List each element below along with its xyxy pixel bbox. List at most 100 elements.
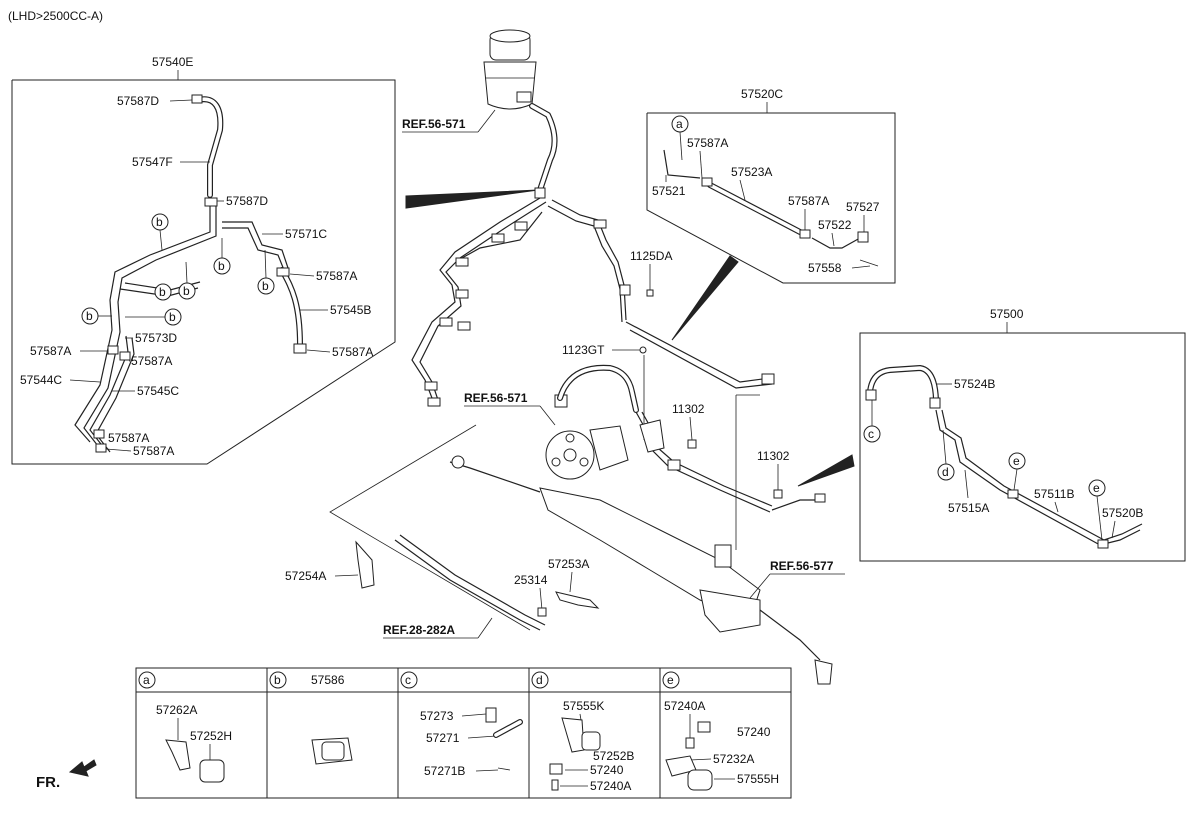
part-label: 57523A [731, 165, 772, 179]
marker-b: b [213, 257, 231, 275]
group-title: 57500 [990, 307, 1024, 321]
marker-b: b [178, 282, 196, 300]
part-label: 57555K [563, 699, 604, 713]
part-label: 57587D [226, 194, 268, 208]
part-label: 57240 [590, 763, 624, 777]
svg-text:b: b [274, 673, 281, 687]
marker-c: c [863, 425, 881, 443]
front-direction-indicator: FR. [36, 759, 97, 791]
clamp-icon [93, 429, 105, 439]
front-arrow-icon [68, 759, 97, 777]
legend-cell-b: b 57586 [269, 671, 353, 765]
svg-text:a: a [143, 673, 150, 687]
part-label: 57586 [311, 673, 345, 687]
svg-text:c: c [405, 673, 411, 687]
svg-text:e: e [667, 673, 674, 687]
part-label: 57587A [131, 354, 172, 368]
group-57540E: 57540E 57587D 57547F 57587D 57571C [11, 55, 396, 465]
legend-cell-a: a 57262A 57252H [138, 671, 232, 783]
part-label: 57587A [316, 269, 357, 283]
clamp-icon [119, 351, 131, 361]
marker-d: d [937, 463, 955, 481]
svg-text:b: b [169, 310, 176, 324]
clip-icon [497, 767, 511, 771]
svg-text:b: b [86, 309, 93, 323]
bolt-icon [685, 737, 695, 749]
bolt-icon [485, 707, 497, 723]
part-label: 57558 [808, 261, 842, 275]
part-label: 57545B [330, 303, 371, 317]
part-label: 57524B [954, 377, 995, 391]
bushing-icon [687, 769, 713, 791]
ref-label: REF.56-571 [464, 391, 528, 405]
part-label: 57254A [285, 569, 326, 583]
ref-label: REF.56-571 [402, 117, 466, 131]
reservoir-icon [483, 29, 537, 110]
center-assembly: REF.56-571 1125DA [285, 29, 855, 685]
part-label: 57587A [332, 345, 373, 359]
group-57520C: 57520C a 57587A 57521 57523A 57587A 5752… [646, 87, 896, 284]
part-label: 57520B [1102, 506, 1143, 520]
svg-text:e: e [1093, 481, 1100, 495]
part-label: 57252B [593, 749, 634, 763]
svg-text:b: b [183, 284, 190, 298]
variant-label: (LHD>2500CC-A) [8, 9, 103, 23]
group-title: 57520C [741, 87, 783, 101]
part-label: 57587A [133, 444, 174, 458]
legend-cell-e: e 57240A 57240 57232A 57555H [662, 671, 779, 791]
legend-cell-d: d 57555K 57252B 57240 57240A [531, 671, 634, 793]
part-label: 57271 [426, 731, 460, 745]
part-label: 57587A [30, 344, 71, 358]
svg-text:e: e [1013, 454, 1020, 468]
group-title: 57540E [152, 55, 193, 69]
part-label: 57240A [590, 779, 631, 793]
bracket-icon [165, 739, 191, 771]
bushing-icon [581, 731, 601, 751]
part-label: 57527 [846, 200, 880, 214]
ref-label: REF.28-282A [383, 623, 455, 637]
clamp-icon [107, 345, 119, 355]
bolt-icon [551, 779, 559, 791]
svg-text:a: a [676, 117, 683, 131]
marker-b: b [154, 283, 172, 301]
marker-b: b [81, 307, 99, 325]
svg-text:b: b [218, 259, 225, 273]
part-label: 11302 [757, 449, 790, 463]
legend-cell-c: c 57273 57271 57271B [400, 671, 523, 778]
steering-gear-icon [449, 394, 833, 685]
part-label: 57522 [818, 218, 852, 232]
front-label: FR. [36, 774, 60, 791]
part-label: 57547F [132, 155, 173, 169]
clamp-icon [191, 94, 203, 104]
part-label: 57240A [664, 699, 705, 713]
part-label: 57232A [713, 752, 754, 766]
part-label: 57511B [1034, 487, 1074, 501]
svg-text:c: c [868, 427, 874, 441]
legend-table: a 57262A 57252H b 57586 c 57273 57271 [135, 667, 792, 799]
part-label: 57271B [424, 764, 465, 778]
marker-e: e [1088, 479, 1106, 497]
part-label: 57587A [687, 136, 728, 150]
part-label: 57262A [156, 703, 197, 717]
bracket-icon [561, 717, 585, 753]
pump-icon [545, 394, 629, 480]
nut-icon [549, 763, 563, 775]
part-label: 57240 [737, 725, 771, 739]
nut-icon [697, 721, 711, 733]
marker-b: b [151, 213, 169, 231]
marker-a: a [671, 115, 689, 133]
part-label: 57273 [420, 709, 454, 723]
svg-text:b: b [156, 215, 163, 229]
svg-text:d: d [942, 465, 949, 479]
svg-text:b: b [159, 285, 166, 299]
part-label: 25314 [514, 573, 548, 587]
part-label: 57587A [788, 194, 829, 208]
part-label: 57573D [135, 331, 177, 345]
part-label: 1123GT [562, 343, 605, 357]
ref-label: REF.56-577 [770, 559, 834, 573]
group-57500: 57500 57524B 57515A 57511B 57520B c d e … [859, 307, 1186, 562]
clamp-icon [276, 267, 290, 277]
part-label: 57555H [737, 772, 779, 786]
part-label: 57252H [190, 729, 232, 743]
